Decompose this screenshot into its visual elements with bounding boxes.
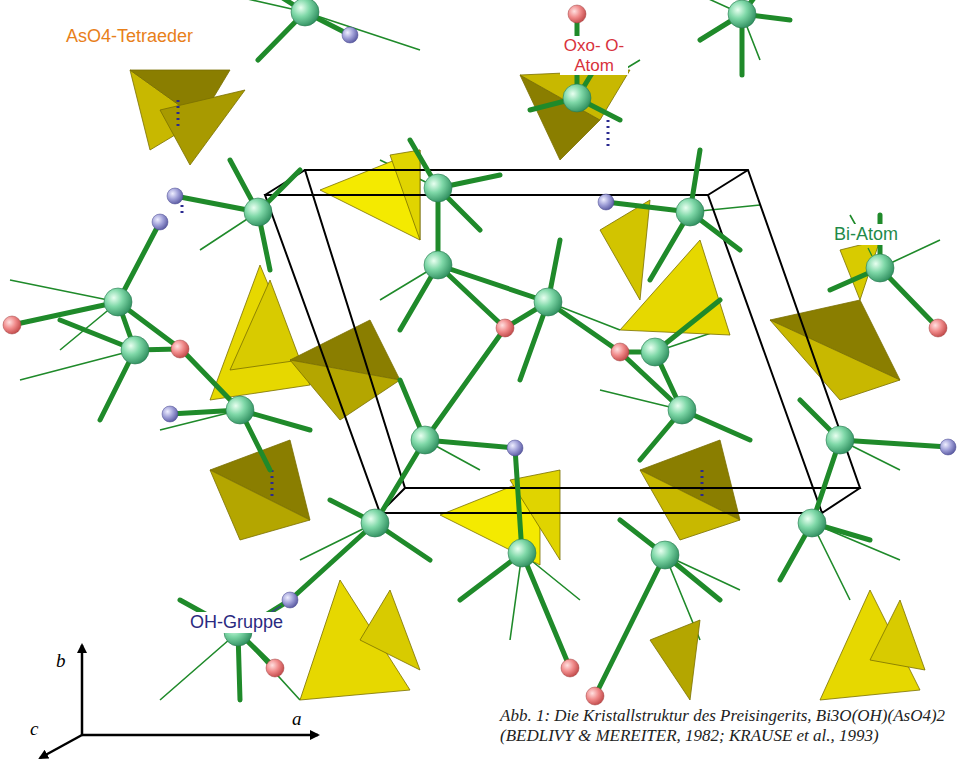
aso4-tetrahedra bbox=[130, 70, 925, 700]
leader-lines bbox=[868, 248, 872, 256]
axis-label: a bbox=[290, 708, 304, 730]
oh-groups bbox=[152, 27, 956, 608]
axis-label: b bbox=[54, 650, 68, 672]
bi-atoms bbox=[104, 0, 894, 646]
unit-cell bbox=[265, 170, 860, 513]
tetrahedron-label: AsO4-Tetraeder bbox=[64, 26, 195, 47]
oxo-label: Oxo- O-Atom bbox=[560, 36, 628, 75]
oxo-atoms bbox=[3, 5, 947, 705]
oh-label: OH-Gruppe bbox=[188, 612, 285, 633]
axis-label: c bbox=[28, 718, 40, 740]
figure-caption: Abb. 1: Die Kristallstruktur des Preisin… bbox=[500, 706, 970, 747]
bi-o-bonds bbox=[12, 0, 948, 700]
bi-atom-label: Bi-Atom bbox=[832, 224, 900, 245]
axes bbox=[40, 645, 318, 758]
